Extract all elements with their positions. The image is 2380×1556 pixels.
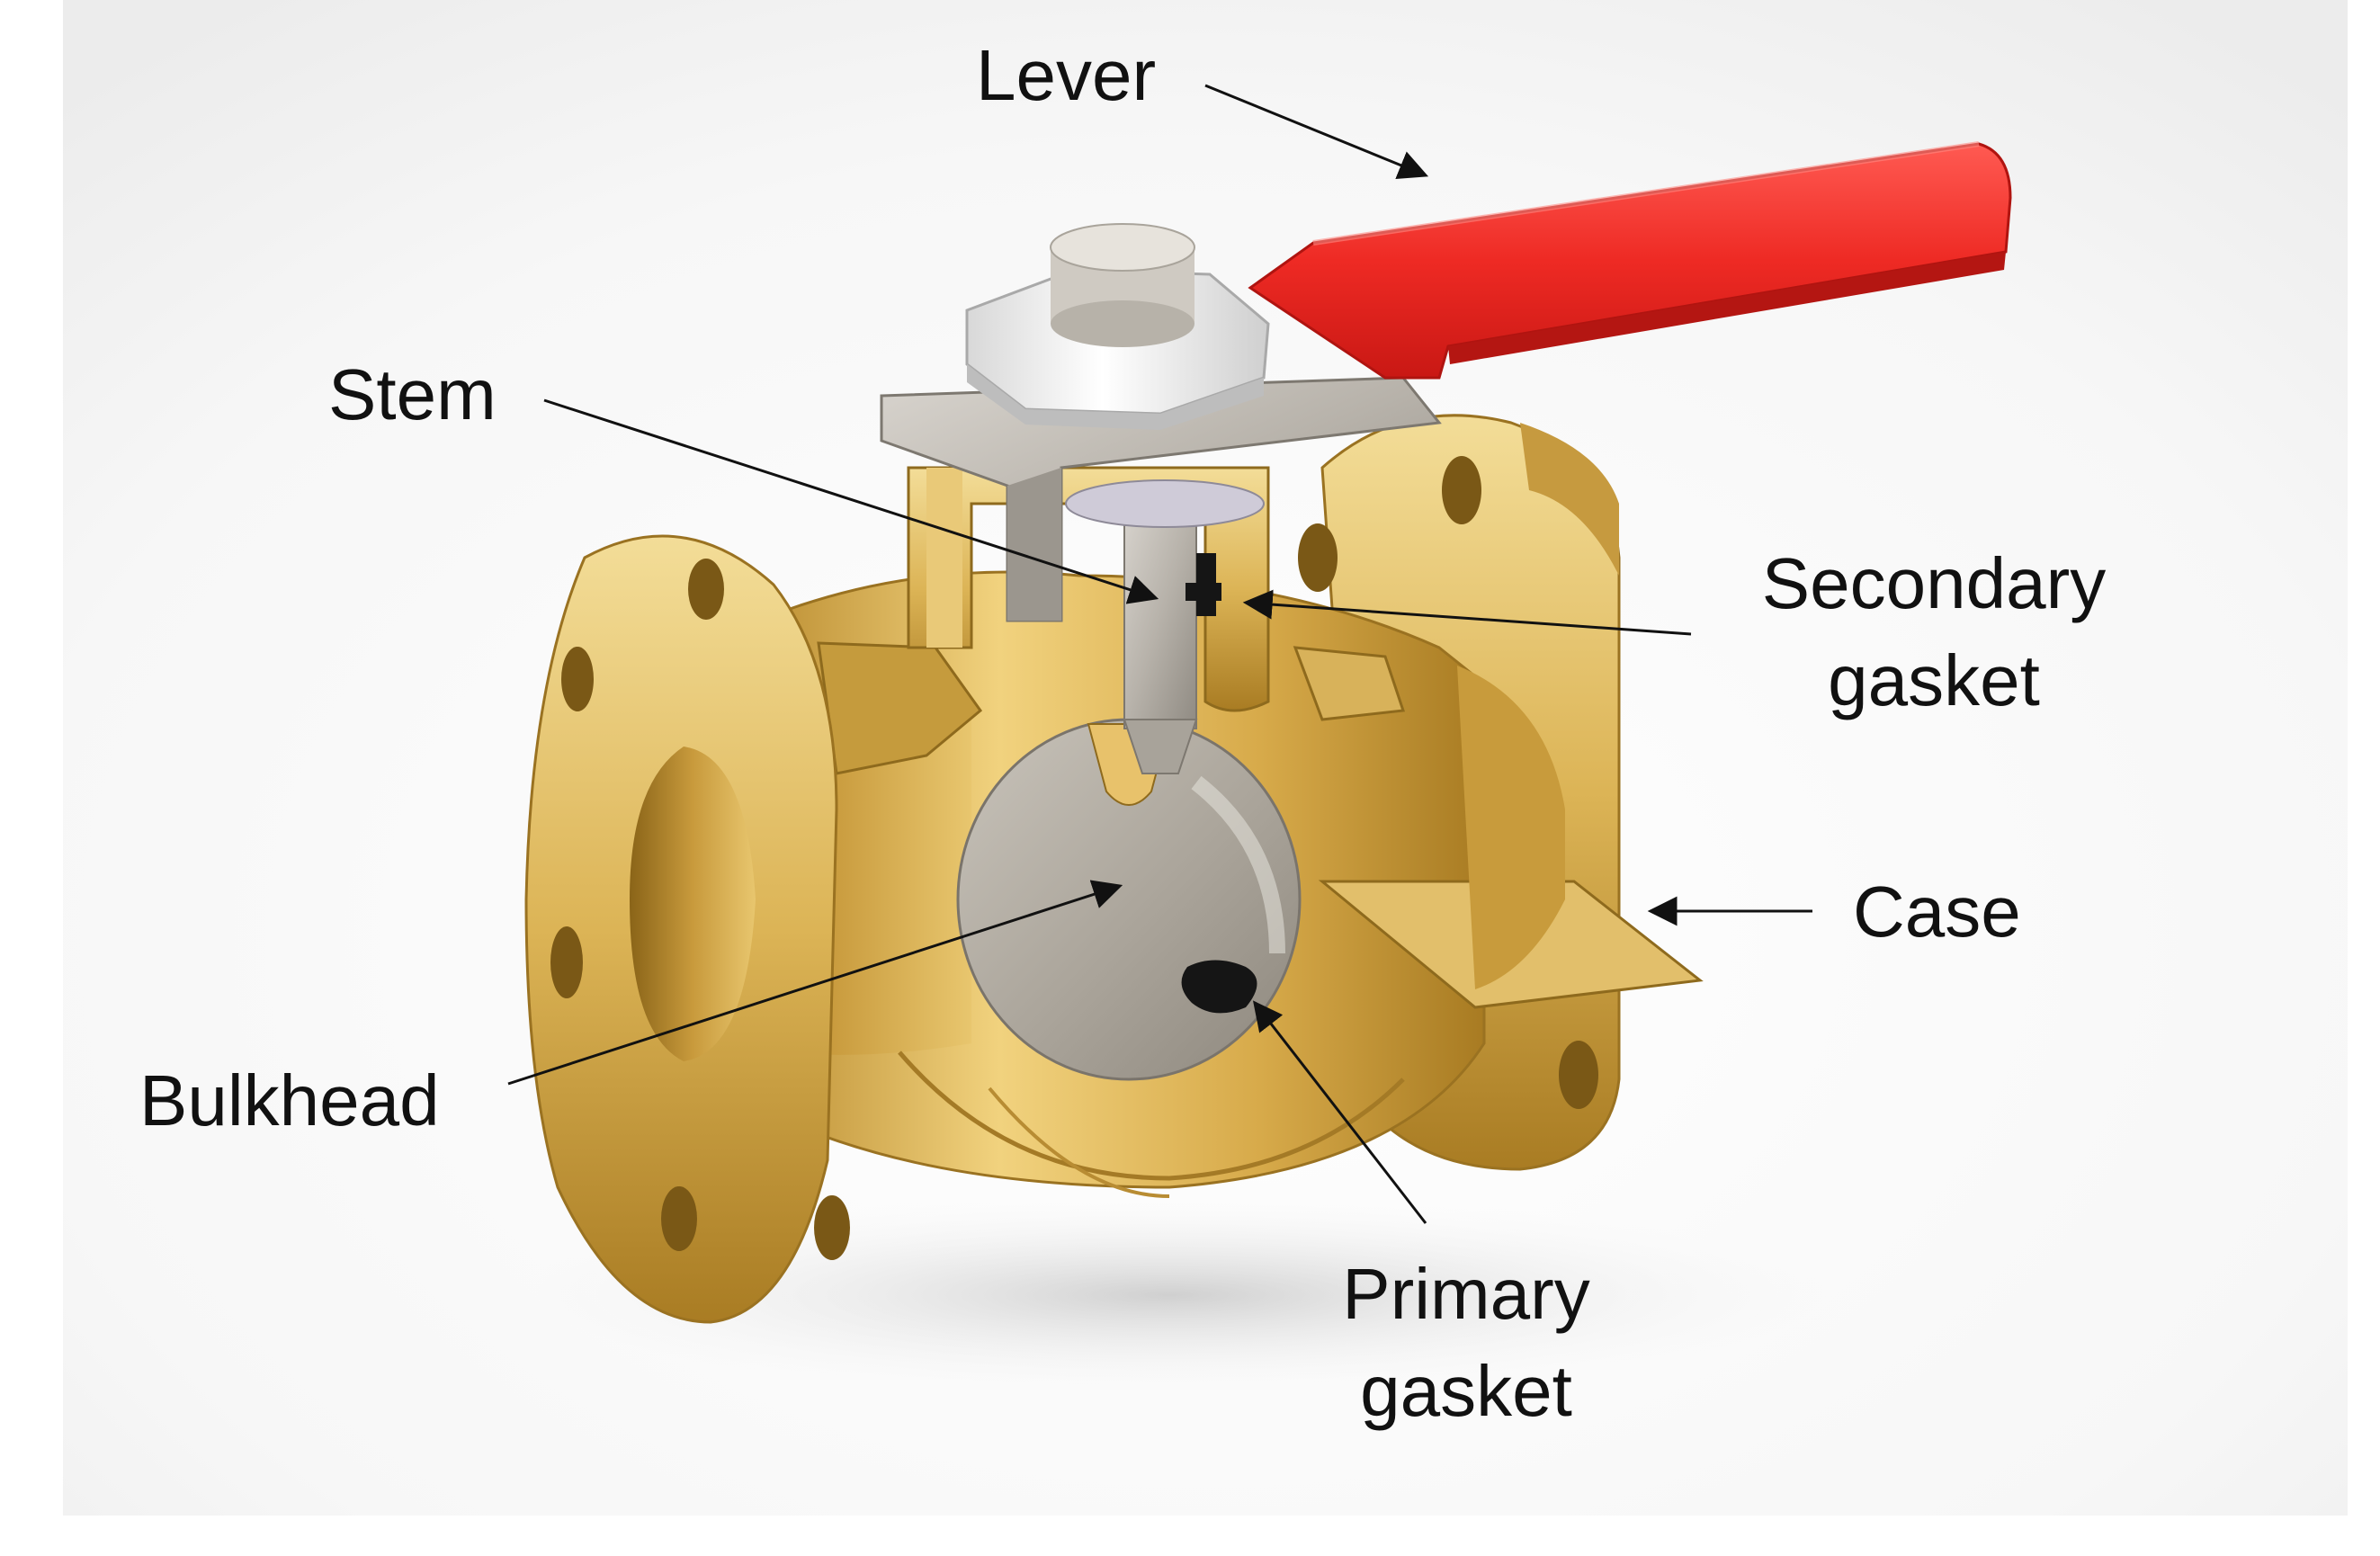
label-secondary-gasket-line2: gasket xyxy=(1828,640,2040,720)
left-flange xyxy=(524,534,850,1324)
leader-lines xyxy=(507,84,1812,1224)
lever-leader xyxy=(1204,84,1429,180)
lever xyxy=(1248,141,2012,380)
primary-gasket xyxy=(1181,960,1257,1014)
label-primary-gasket: Primary gasket xyxy=(1295,1246,1637,1440)
secondary-gasket xyxy=(1065,479,1265,616)
stem-cap xyxy=(1050,223,1195,347)
stem xyxy=(1123,503,1198,774)
label-secondary-gasket: Secondary gasket xyxy=(1745,535,2123,729)
primary-gasket-leader xyxy=(1252,1000,1427,1224)
gland-plate xyxy=(880,376,1442,622)
label-lever: Lever xyxy=(976,35,1157,115)
label-stem: Stem xyxy=(328,354,497,434)
stem-leader xyxy=(543,398,1159,604)
secondary-gasket-leader xyxy=(1242,589,1692,636)
label-case: Case xyxy=(1853,872,2021,952)
bulkhead-ball xyxy=(956,718,1302,1081)
label-primary-gasket-line2: gasket xyxy=(1360,1351,1572,1431)
label-secondary-gasket-line1: Secondary xyxy=(1761,543,2107,623)
label-primary-gasket-line1: Primary xyxy=(1342,1254,1590,1334)
bulkhead-leader xyxy=(507,880,1123,1086)
label-bulkhead: Bulkhead xyxy=(139,1060,440,1140)
